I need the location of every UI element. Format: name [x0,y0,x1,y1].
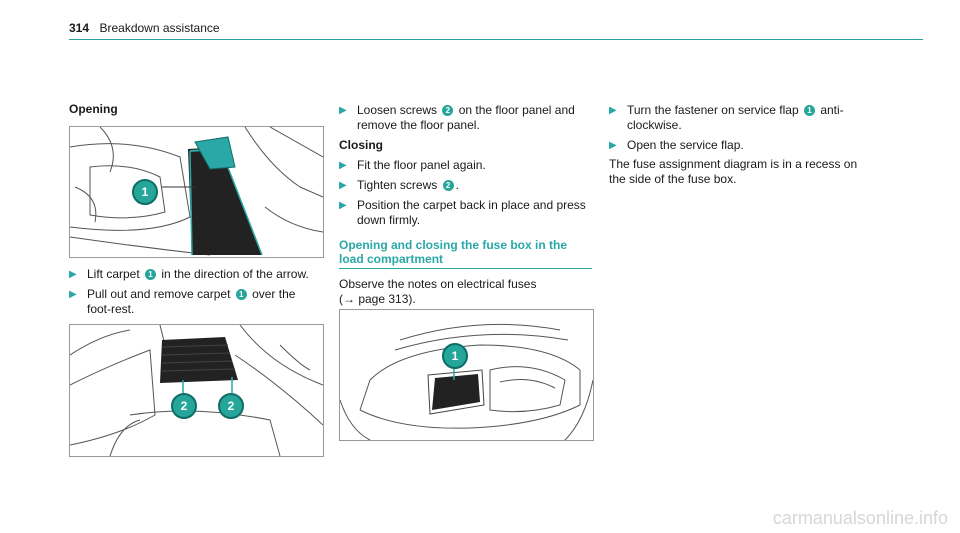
page-reference-link[interactable]: (→ page 313). [339,292,416,306]
step-remove-carpet: ▶ Pull out and remove carpet 1 over the … [69,287,322,317]
step-text: Open the service flap. [627,138,744,152]
step-fit-panel: ▶ Fit the floor panel again. [339,158,592,173]
carpet-lift-illustration [70,127,323,256]
step-lift-carpet: ▶ Lift carpet 1 in the direction of the … [69,267,322,282]
figure-floor-panel: 2 2 [69,324,324,457]
step-text: Tighten screws 2. [357,178,459,192]
step-open-flap: ▶ Open the service flap. [609,138,862,153]
triangle-right-icon: ▶ [609,105,617,116]
fuse-assignment-note: The fuse assignment diagram is in a rece… [609,157,858,186]
step-text: Fit the floor panel again. [357,158,486,172]
callout-1: 1 [132,179,158,205]
step-text: Loosen screws 2 on the floor panel and r… [357,103,575,132]
callout-1: 1 [442,343,468,369]
ref-badge: 1 [235,289,247,300]
step-tighten-screws: ▶ Tighten screws 2. [339,178,592,193]
step-position-carpet: ▶ Position the carpet back in place and … [339,198,592,228]
ref-badge: 1 [803,105,815,116]
figure-carpet-lift: 1 [69,126,324,258]
load-compartment-illustration [340,323,593,440]
step-text: Turn the fastener on service flap 1 anti… [627,103,844,132]
triangle-right-icon: ▶ [69,289,77,300]
closing-heading: Closing [339,138,383,152]
page-number: 314 [69,21,90,35]
step-turn-fastener: ▶ Turn the fastener on service flap 1 an… [609,103,862,133]
ref-badge: 1 [145,269,157,280]
callout-2a: 2 [171,393,197,419]
opening-heading: Opening [69,102,118,116]
step-loosen-screws: ▶ Loosen screws 2 on the floor panel and… [339,103,592,133]
triangle-right-icon: ▶ [609,140,617,151]
step-text: Lift carpet 1 in the direction of the ar… [87,267,309,281]
page-title: Breakdown assistance [99,21,220,35]
floor-panel-illustration [70,325,323,456]
triangle-right-icon: ▶ [339,160,347,171]
fuse-box-section-heading: Opening and closing the fuse box in the … [339,238,592,269]
ref-badge: 2 [442,105,454,116]
triangle-right-icon: ▶ [69,269,77,280]
step-text: Position the carpet back in place and pr… [357,198,586,227]
triangle-right-icon: ▶ [339,180,347,191]
watermark: carmanualsonline.info [772,508,948,528]
step-text: Pull out and remove carpet 1 over the fo… [87,287,296,316]
page-header: 314 Breakdown assistance [69,19,923,40]
observe-note: Observe the notes on electrical fuses (→… [339,277,592,307]
figure-fuse-box: 1 [339,309,594,441]
triangle-right-icon: ▶ [339,105,347,116]
ref-badge: 2 [442,180,454,191]
callout-2b: 2 [218,393,244,419]
triangle-right-icon: ▶ [339,200,347,211]
